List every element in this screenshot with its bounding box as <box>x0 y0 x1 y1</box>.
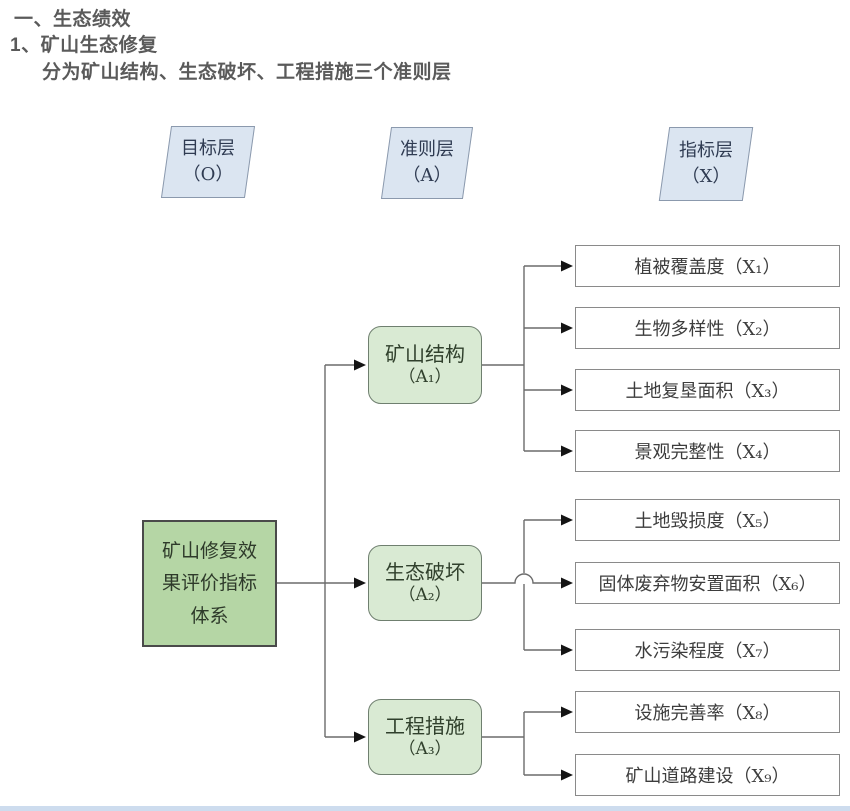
bottom-edge-strip <box>0 806 850 811</box>
indicator-box-x4: 景观完整性（X₄） <box>575 430 840 472</box>
layer-box-indicator-text: 指标层 （X） <box>679 138 733 190</box>
layer-code: （X） <box>681 166 731 187</box>
layer-box-target: 目标层 （O） <box>160 126 256 198</box>
criterion-label: 矿山结构 <box>385 342 465 367</box>
layer-box-criterion: 准则层 （A） <box>380 127 474 199</box>
layer-code: （O） <box>182 164 234 185</box>
indicator-box-x1: 植被覆盖度（X₁） <box>575 245 840 287</box>
indicator-box-x8: 设施完善率（X₈） <box>575 691 840 733</box>
layer-box-criterion-text: 准则层 （A） <box>400 137 454 189</box>
criterion-box-engineering-measures: 工程措施 （A₃） <box>368 699 482 775</box>
criterion-code: （A₂） <box>398 585 452 606</box>
layer-box-indicator: 指标层 （X） <box>658 127 754 201</box>
indicator-box-x2: 生物多样性（X₂） <box>575 307 840 349</box>
criterion-label: 生态破坏 <box>385 560 465 585</box>
criterion-box-mine-structure: 矿山结构 （A₁） <box>368 326 482 404</box>
indicator-box-x5: 土地毁损度（X₅） <box>575 499 840 541</box>
layer-label: 指标层 <box>679 139 733 161</box>
indicator-box-x6: 固体废弃物安置面积（X₆） <box>575 562 840 604</box>
criterion-code: （A₁） <box>398 367 452 388</box>
heading-section: 一、生态绩效 <box>14 9 132 30</box>
indicator-box-x9: 矿山道路建设（X₉） <box>575 754 840 796</box>
layer-label: 准则层 <box>400 138 454 160</box>
indicator-box-x3: 土地复垦面积（X₃） <box>575 369 840 411</box>
root-goal-box: 矿山修复效 果评价指标 体系 <box>142 520 277 647</box>
heading-description: 分为矿山结构、生态破坏、工程措施三个准则层 <box>42 62 452 83</box>
layer-label: 目标层 <box>181 137 235 159</box>
heading-subsection: 1、矿山生态修复 <box>10 35 158 56</box>
indicator-box-x7: 水污染程度（X₇） <box>575 629 840 671</box>
layer-code: （A） <box>402 165 452 186</box>
criterion-code: （A₃） <box>398 739 452 760</box>
criterion-box-ecological-damage: 生态破坏 （A₂） <box>368 545 482 621</box>
criterion-label: 工程措施 <box>385 714 465 739</box>
layer-box-target-text: 目标层 （O） <box>181 136 235 188</box>
